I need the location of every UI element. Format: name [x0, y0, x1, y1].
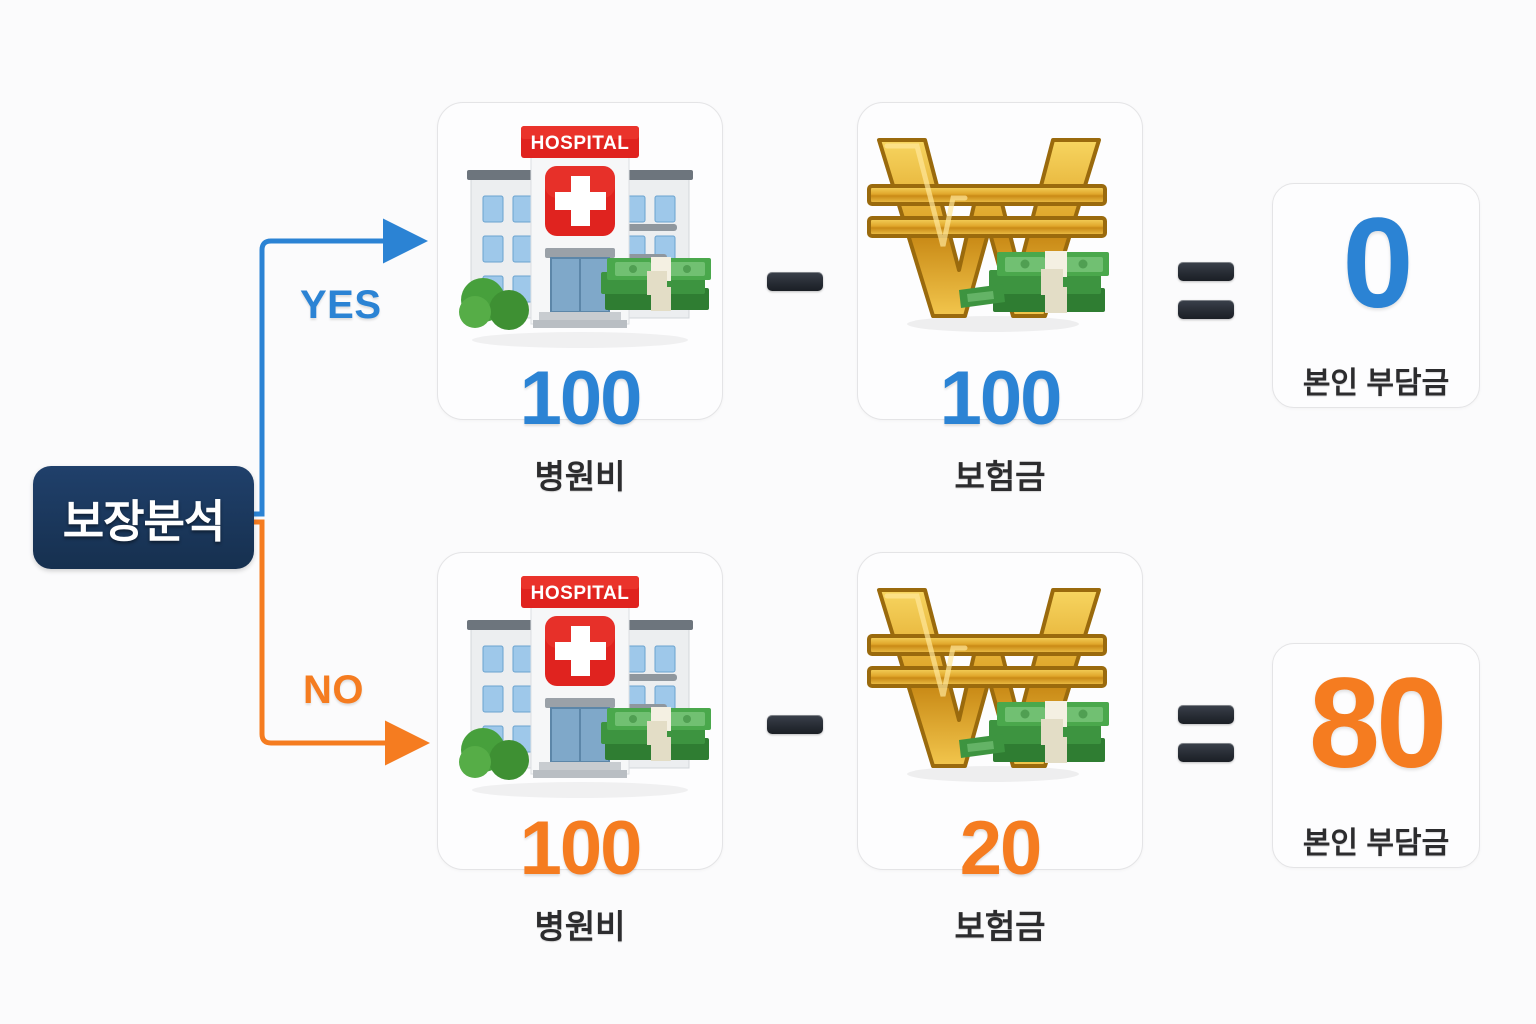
hospital-cost-value-no: 100 [519, 806, 643, 891]
out-of-pocket-card-no[interactable] [1272, 643, 1480, 868]
hospital-cost-caption-yes: 병원비 [534, 458, 626, 495]
yes-branch-line [251, 218, 428, 517]
equals-operator-yes [1178, 262, 1234, 319]
branch-label-no: NO [303, 668, 364, 712]
out-of-pocket-caption-no: 본인 부담금 [1302, 827, 1450, 860]
out-of-pocket-card-yes[interactable] [1272, 183, 1480, 408]
hospital-cost-value-yes: 100 [519, 356, 643, 441]
branch-label-yes: YES [300, 283, 382, 327]
korean-won-money-icon [865, 562, 1135, 807]
out-of-pocket-value-no: 80 [1308, 652, 1447, 795]
svg-text:HOSPITAL: HOSPITAL [531, 133, 630, 154]
insurance-payout-caption-yes: 보험금 [954, 458, 1046, 495]
root-node-label: 보장분석 [62, 496, 226, 547]
insurance-payout-value-no: 20 [959, 806, 1043, 891]
minus-operator-no [767, 715, 823, 734]
minus-operator-yes [767, 272, 823, 291]
equals-operator-no [1178, 705, 1234, 762]
korean-won-money-icon [865, 112, 1135, 357]
hospital-building-icon: HOSPITAL [447, 112, 713, 357]
hospital-cost-caption-no: 병원비 [534, 908, 626, 945]
insurance-payout-caption-no: 보험금 [954, 908, 1046, 945]
out-of-pocket-caption-yes: 본인 부담금 [1302, 367, 1450, 400]
svg-text:HOSPITAL: HOSPITAL [531, 583, 630, 604]
insurance-payout-value-yes: 100 [939, 356, 1063, 441]
root-node-coverage-analysis[interactable]: 보장분석 [33, 466, 254, 569]
out-of-pocket-value-yes: 0 [1342, 192, 1413, 335]
hospital-building-icon: HOSPITAL [447, 562, 713, 807]
